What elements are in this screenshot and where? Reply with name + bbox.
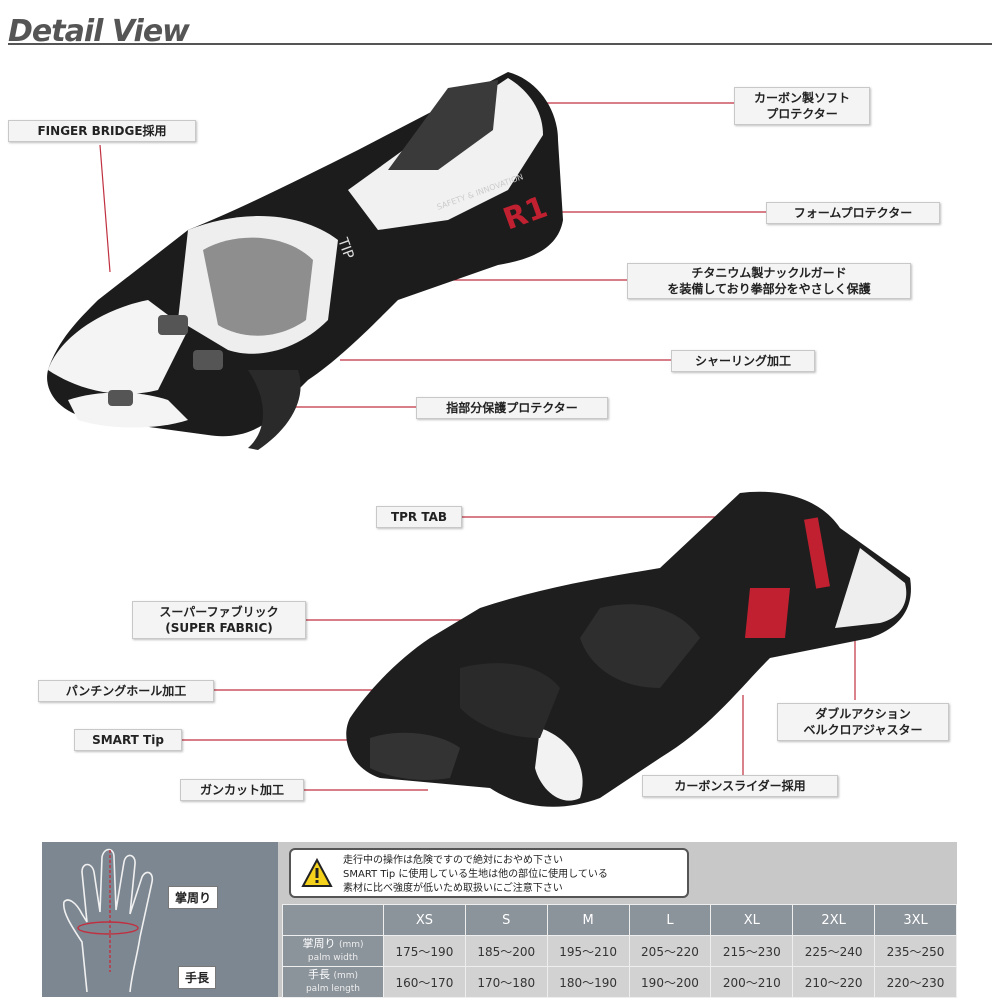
table-cell: 210〜220	[792, 966, 876, 998]
table-cell: 220〜230	[874, 966, 957, 998]
size-header: S	[464, 904, 548, 936]
warning-line: 走行中の操作は危険ですので絶対におやめ下さい	[343, 855, 563, 866]
callout-line: カーボン製ソフト	[753, 91, 850, 105]
size-header: XS	[383, 904, 466, 936]
row-header-palm-length: 手長 (mm) palm length	[282, 966, 384, 998]
row-label: 掌周り	[302, 937, 336, 950]
callout-foam-protector: フォームプロテクター	[766, 202, 940, 224]
table-row: 手長 (mm) palm length 160〜170 170〜180 180〜…	[282, 966, 957, 998]
size-header: L	[628, 904, 712, 936]
callout-line: ダブルアクション	[815, 707, 911, 721]
row-header-palm-width: 掌周り (mm) palm width	[282, 935, 384, 967]
size-header: 2XL	[792, 904, 876, 936]
table-cell: 215〜230	[710, 935, 794, 967]
size-header: XL	[710, 904, 794, 936]
glove-back-image: R1 SAFETY & INNOVATION TIP	[47, 72, 564, 450]
table-cell: 170〜180	[464, 966, 548, 998]
callout-carbon-slider: カーボンスライダー採用	[642, 775, 838, 797]
size-table: XS S M L XL 2XL 3XL 掌周り (mm) palm width …	[282, 904, 957, 998]
callout-gun-cut: ガンカット加工	[180, 779, 304, 801]
table-cell: 205〜220	[628, 935, 712, 967]
callout-line: (SUPER FABRIC)	[165, 621, 273, 635]
table-cell: 180〜190	[546, 966, 630, 998]
size-header: 3XL	[874, 904, 957, 936]
row-unit: (mm)	[333, 971, 359, 981]
callout-smart-tip: SMART Tip	[74, 729, 182, 751]
hand-diagram: 掌周り 手長	[42, 842, 278, 997]
size-header-corner	[282, 904, 384, 936]
warning-box: 走行中の操作は危険ですので絶対におやめ下さい SMART Tip に使用している…	[289, 848, 689, 898]
callout-shirring: シャーリング加工	[671, 350, 815, 372]
callout-double-action-velcro: ダブルアクション ベルクロアジャスター	[777, 703, 949, 741]
callout-line: ガンカット加工	[199, 783, 284, 797]
warning-text: 走行中の操作は危険ですので絶対におやめ下さい SMART Tip に使用している…	[343, 854, 608, 896]
table-row: 掌周り (mm) palm width 175〜190 185〜200 195〜…	[282, 935, 957, 967]
size-header: M	[546, 904, 630, 936]
callout-line: シャーリング加工	[694, 354, 791, 368]
callout-line: SMART Tip	[92, 733, 164, 747]
table-cell: 160〜170	[383, 966, 466, 998]
palm-width-label: 掌周り	[168, 886, 219, 909]
table-cell: 200〜210	[710, 966, 794, 998]
tip-print: TIP	[334, 235, 357, 261]
table-cell: 185〜200	[464, 935, 548, 967]
table-cell: 190〜200	[628, 966, 712, 998]
callout-super-fabric: スーパーファブリック (SUPER FABRIC)	[132, 601, 306, 639]
callout-line: スーパーファブリック	[159, 605, 279, 619]
table-cell: 225〜240	[792, 935, 876, 967]
callout-line: 指部分保護プロテクター	[446, 401, 578, 415]
row-unit: (mm)	[338, 940, 364, 950]
callout-tpr-tab: TPR TAB	[376, 506, 462, 528]
callout-line: カーボンスライダー採用	[674, 779, 806, 793]
glove-palm-image	[346, 491, 911, 807]
row-sub: palm width	[307, 953, 359, 963]
hand-outline-icon	[62, 848, 154, 993]
warning-line: SMART Tip に使用している生地は他の部位に使用している	[343, 869, 608, 880]
size-header-row: XS S M L XL 2XL 3XL	[282, 904, 957, 936]
table-cell: 235〜250	[874, 935, 957, 967]
callout-line: ベルクロアジャスター	[803, 723, 923, 737]
row-sub: palm length	[305, 984, 361, 994]
callout-line: を装備しており拳部分をやさしく保護	[667, 282, 871, 296]
callout-line: TPR TAB	[390, 510, 448, 524]
callout-carbon-soft-protector: カーボン製ソフト プロテクター	[734, 87, 870, 125]
callout-line: プロテクター	[766, 107, 838, 121]
row-label: 手長	[307, 968, 330, 981]
callout-line: パンチングホール加工	[65, 684, 187, 698]
callout-titanium-knuckle-guard: チタニウム製ナックルガード を装備しており拳部分をやさしく保護	[627, 263, 911, 299]
table-cell: 195〜210	[546, 935, 630, 967]
callout-finger-bridge: FINGER BRIDGE採用	[8, 120, 196, 142]
table-cell: 175〜190	[383, 935, 466, 967]
warning-line: 素材に比べ強度が低いため取扱いにご注意下さい	[343, 883, 563, 894]
callout-line: FINGER BRIDGE採用	[37, 124, 167, 138]
title-rule	[8, 43, 992, 45]
callout-line: チタニウム製ナックルガード	[691, 266, 847, 280]
palm-length-label: 手長	[178, 966, 217, 989]
callout-line: フォームプロテクター	[793, 206, 913, 220]
callout-punching-holes: パンチングホール加工	[38, 680, 214, 702]
warning-triangle-icon	[301, 858, 333, 887]
callout-finger-protector: 指部分保護プロテクター	[416, 397, 608, 419]
